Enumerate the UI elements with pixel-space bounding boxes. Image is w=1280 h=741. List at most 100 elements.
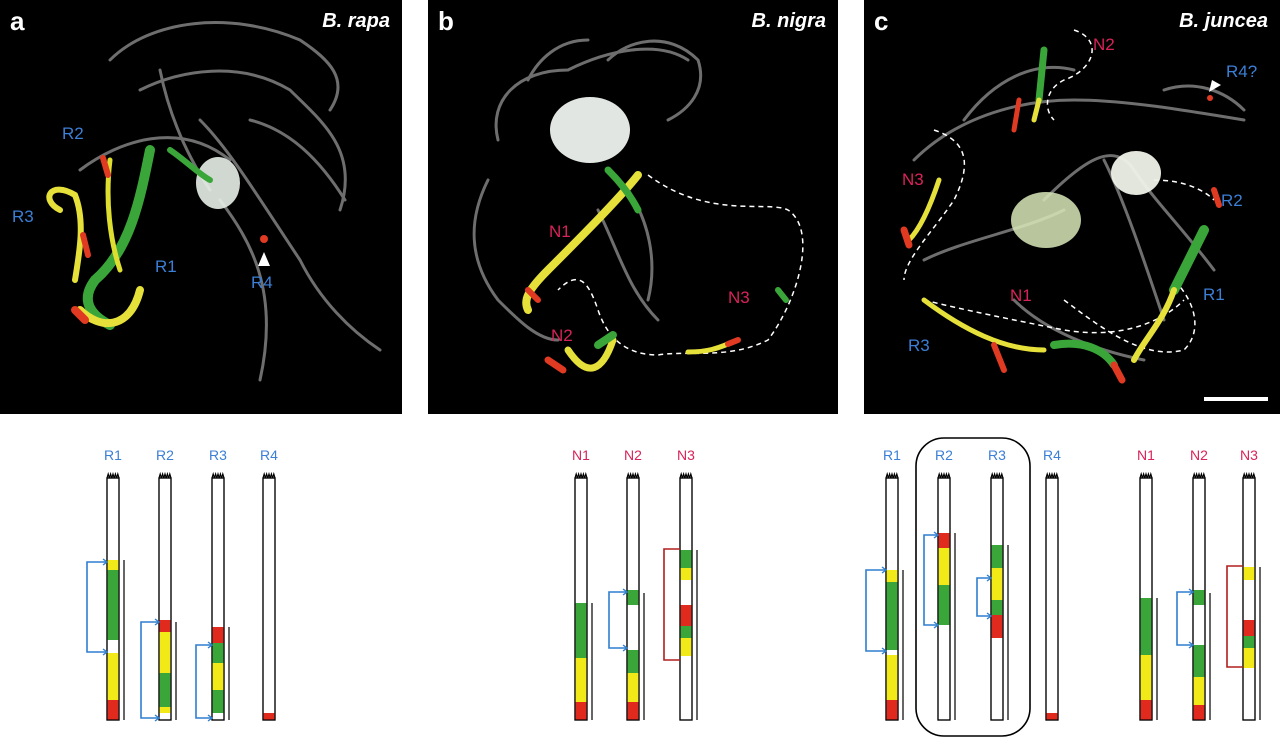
painted-segment <box>938 533 950 548</box>
painted-segment <box>886 570 898 582</box>
inversion-bracket <box>976 577 991 617</box>
painted-segment <box>991 568 1003 600</box>
micrograph-a-image <box>46 21 382 382</box>
telomere-break-mark <box>679 471 693 481</box>
chromosome-outline <box>937 477 951 721</box>
telomere-break-mark <box>262 471 276 481</box>
inversion-bracket <box>663 548 680 661</box>
chromosome-outline <box>626 477 640 721</box>
painted-segment <box>263 713 275 720</box>
painted-segment <box>991 545 1003 568</box>
painted-segment <box>159 620 171 632</box>
ideogram-label: R4 <box>260 447 278 463</box>
bracket-arrowhead <box>986 612 993 620</box>
chromosome-outline <box>574 477 588 721</box>
painted-segment <box>1140 700 1152 720</box>
telomere-break-mark <box>1139 471 1153 481</box>
micrograph-panel-a: a B. rapa R2 R3 R1 R4 <box>0 0 402 414</box>
chromosome-label-n2: N2 <box>551 326 573 345</box>
bracket-arrowhead <box>1188 641 1195 649</box>
ideogram-label: N2 <box>1190 447 1208 463</box>
chromosome-outline <box>106 477 120 721</box>
chromosome-label-n1: N1 <box>549 222 571 241</box>
painted-segment <box>212 643 224 663</box>
micrograph-c-image <box>900 29 1246 384</box>
inversion-bracket <box>865 569 886 652</box>
telomere-break-mark <box>937 471 951 481</box>
painted-segment <box>1193 677 1205 705</box>
inversion-bracket <box>923 534 938 626</box>
painted-segment <box>1140 598 1152 655</box>
ideogram-label: N1 <box>572 447 590 463</box>
chromosome-body <box>1242 477 1256 721</box>
telomere-break-mark <box>574 471 588 481</box>
ideogram-label: R4 <box>1043 447 1061 463</box>
chromosome-label-r3: R3 <box>908 336 930 355</box>
panel-letter: a <box>10 6 25 36</box>
painted-segment <box>1193 590 1205 605</box>
chromosome-label-r3: R3 <box>12 207 34 226</box>
chromosome-label-r4: R4 <box>251 273 273 292</box>
chromosome-label-n3: N3 <box>902 170 924 189</box>
painted-segment <box>159 673 171 707</box>
scale-bar <box>1204 397 1268 401</box>
inversion-bracket <box>1176 591 1193 646</box>
ideogram-label: R3 <box>209 447 227 463</box>
painted-segment <box>575 702 587 720</box>
species-name: B. rapa <box>322 10 390 32</box>
painted-segment <box>107 700 119 720</box>
chromosome-outline <box>679 477 693 721</box>
panel-letter: b <box>438 6 454 36</box>
painted-segment <box>575 603 587 658</box>
telomere-break-mark <box>990 471 1004 481</box>
bracket-arrowhead <box>986 574 993 582</box>
chromosome-label-r2: R2 <box>1221 191 1243 210</box>
painted-segment <box>1243 648 1255 668</box>
painted-segment <box>159 632 171 673</box>
painted-segment <box>680 550 692 568</box>
bracket-arrowhead <box>933 531 940 539</box>
painted-segment <box>938 585 950 625</box>
telomere-break-mark <box>211 471 225 481</box>
painted-segment <box>680 568 692 580</box>
painted-segment <box>938 548 950 585</box>
inversion-bracket <box>86 561 107 653</box>
chromosome-label-r2: R2 <box>62 124 84 143</box>
painted-segment <box>107 560 119 570</box>
bracket-arrowhead <box>207 641 214 649</box>
chromosome-outline <box>1139 477 1153 721</box>
painted-segment <box>212 663 224 690</box>
painted-segment <box>107 570 119 640</box>
chromosome-outline <box>885 477 899 721</box>
micrograph-b-image <box>472 38 804 374</box>
bracket-arrowhead <box>881 647 888 655</box>
painted-segment <box>212 627 224 643</box>
bracket-arrowhead <box>154 618 161 626</box>
ideogram-label: N1 <box>1137 447 1155 463</box>
telomere-break-mark <box>1192 471 1206 481</box>
painted-segment <box>627 702 639 720</box>
grouping-box <box>915 437 1031 737</box>
chromosome-outline <box>1192 477 1206 721</box>
ideogram-label: R3 <box>988 447 1006 463</box>
chromosome-label-n3: N3 <box>728 288 750 307</box>
painted-segment <box>680 626 692 638</box>
bracket-arrowhead <box>102 648 109 656</box>
chromosome-label-n1: N1 <box>1010 286 1032 305</box>
bracket-arrowhead <box>207 714 214 722</box>
chromosome-body <box>679 477 693 721</box>
micrograph-panel-c: c B. juncea N2 R4? N3 R2 N1 R1 R3 <box>864 0 1280 414</box>
inversion-bracket <box>608 591 627 649</box>
bracket-arrowhead <box>154 714 161 722</box>
painted-segment <box>1193 705 1205 720</box>
chromosome-label-r1: R1 <box>1203 285 1225 304</box>
painted-segment <box>680 638 692 656</box>
bracket-arrowhead <box>933 621 940 629</box>
ideogram-label: N3 <box>677 447 695 463</box>
painted-segment <box>627 650 639 673</box>
painted-segment <box>1243 636 1255 648</box>
bracket-arrowhead <box>622 644 629 652</box>
species-name: B. nigra <box>751 10 826 32</box>
ideogram-label: R1 <box>104 447 122 463</box>
inversion-bracket <box>195 644 212 719</box>
